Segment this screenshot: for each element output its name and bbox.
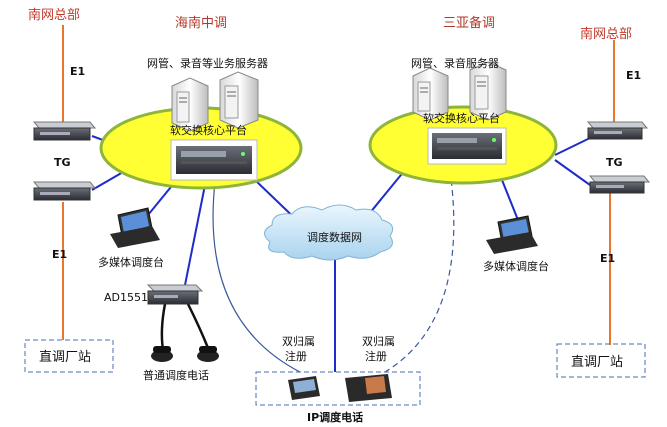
- hainan-center-title: 海南中调: [175, 15, 227, 31]
- core-label-right: 软交换核心平台: [423, 111, 500, 125]
- multimedia-console-right: [486, 215, 538, 254]
- wire-phone-2: [186, 303, 210, 349]
- phone-icon: [197, 346, 219, 362]
- tg-gateway-right-2: [588, 175, 651, 194]
- e1-label-top-right: E1: [626, 69, 641, 82]
- tg-label-left: TG: [54, 156, 71, 169]
- e1-label-top-left: E1: [70, 65, 85, 78]
- hq-label-left: 南网总部: [28, 7, 80, 23]
- plant-box-right: [556, 343, 646, 378]
- tg-gateway-left-2: [32, 181, 97, 201]
- softswitch-core-device: [427, 127, 507, 165]
- tg-gateway-right-1: [586, 121, 649, 140]
- server-icon: [412, 67, 449, 121]
- plant-label-left: 直调厂站: [39, 350, 91, 365]
- link-console-hub-right: [499, 174, 521, 226]
- tg-gateway-left-1: [32, 121, 97, 141]
- multimedia-label-left: 多媒体调度台: [98, 255, 164, 269]
- core-label-left: 软交换核心平台: [170, 123, 247, 137]
- wire-phone-1: [160, 303, 167, 351]
- link-tg1-hub-right: [554, 137, 591, 156]
- server-icon: [469, 61, 507, 121]
- dual-homing-label-right-2: 注册: [365, 349, 387, 363]
- ip-phone-box: [255, 371, 421, 406]
- link-tg2-hub-right: [554, 159, 591, 186]
- plant-box-left: [24, 339, 114, 373]
- server-icon: [171, 77, 209, 132]
- dual-homing-label-left-1: 双归属: [282, 334, 315, 348]
- dual-homing-label-left-2: 注册: [285, 349, 307, 363]
- server-icon: [219, 71, 259, 129]
- tg-label-right: TG: [606, 156, 623, 169]
- dual-homing-link-right: [384, 169, 455, 373]
- hq-label-right: 南网总部: [580, 26, 632, 42]
- plant-label-right: 直调厂站: [571, 355, 623, 370]
- ad1551-label: AD1551: [104, 291, 148, 304]
- cloud-label: 调度数据网: [307, 230, 362, 244]
- e1-label-bottom-left: E1: [52, 248, 67, 261]
- multimedia-label-right: 多媒体调度台: [483, 259, 549, 273]
- sanya-backup-title: 三亚备调: [443, 15, 495, 31]
- dual-homing-label-right-1: 双归属: [362, 334, 395, 348]
- multimedia-console-left: [110, 207, 160, 248]
- ip-phone-label: IP调度电话: [307, 410, 363, 424]
- dual-homing-link-left: [212, 181, 301, 373]
- dispatch-data-network-cloud: [264, 204, 394, 261]
- servers-label-left: 网管、录音等业务服务器: [147, 56, 268, 70]
- softswitch-core-device: [170, 139, 258, 181]
- e1-label-bottom-right: E1: [600, 252, 615, 265]
- ad1551-device: [146, 284, 204, 305]
- ip-video-phone-icon: [345, 374, 392, 402]
- links: [62, 25, 615, 373]
- ip-phone-icon: [288, 376, 320, 400]
- link-ad1551-hub-left: [184, 184, 206, 286]
- servers-label-right: 网管、录音服务器: [411, 56, 499, 70]
- phone-icon: [151, 346, 173, 362]
- ordinary-phone-label: 普通调度电话: [143, 368, 209, 382]
